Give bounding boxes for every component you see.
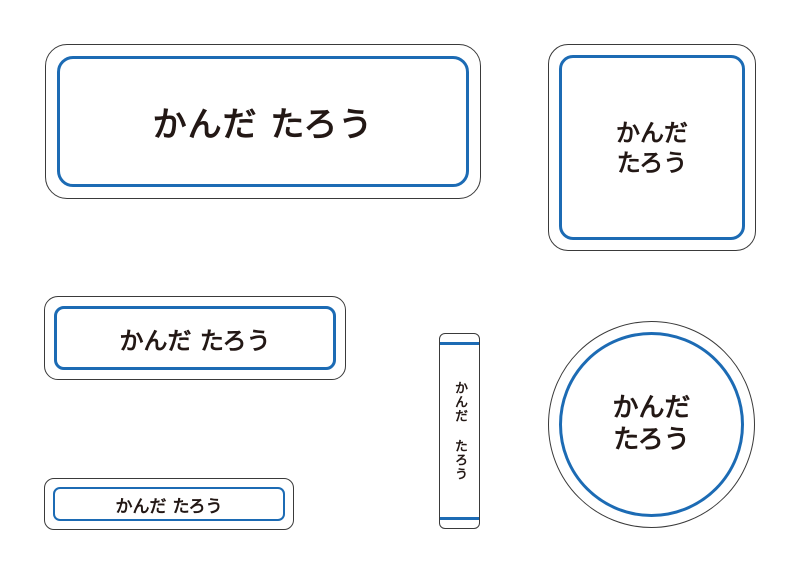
name-label-circle-frame: かんだ たろう bbox=[559, 332, 744, 517]
name-label-square: かんだ たろう bbox=[548, 44, 756, 251]
name-label-small: かんだ たろう bbox=[44, 478, 294, 530]
name-label-vertical-strip: かんだ たろう bbox=[439, 333, 480, 529]
name-label-medium: かんだ たろう bbox=[44, 296, 346, 380]
strip-top-accent-bar bbox=[440, 342, 479, 345]
name-label-vertical-text: かんだ たろう bbox=[452, 381, 467, 481]
name-label-circle-text: かんだ たろう bbox=[612, 392, 691, 455]
name-label-square-frame: かんだ たろう bbox=[559, 55, 745, 240]
strip-bottom-accent-bar bbox=[440, 517, 479, 520]
name-label-circle: かんだ たろう bbox=[548, 321, 755, 528]
name-label-medium-text: かんだ たろう bbox=[119, 326, 271, 355]
name-label-small-text: かんだ たろう bbox=[115, 496, 223, 517]
name-label-square-text: かんだ たろう bbox=[616, 118, 688, 177]
name-label-medium-frame: かんだ たろう bbox=[54, 306, 336, 370]
name-label-large: かんだ たろう bbox=[45, 44, 481, 199]
name-label-large-text: かんだ たろう bbox=[152, 105, 374, 145]
name-label-small-frame: かんだ たろう bbox=[53, 487, 285, 521]
name-label-large-frame: かんだ たろう bbox=[57, 56, 469, 187]
